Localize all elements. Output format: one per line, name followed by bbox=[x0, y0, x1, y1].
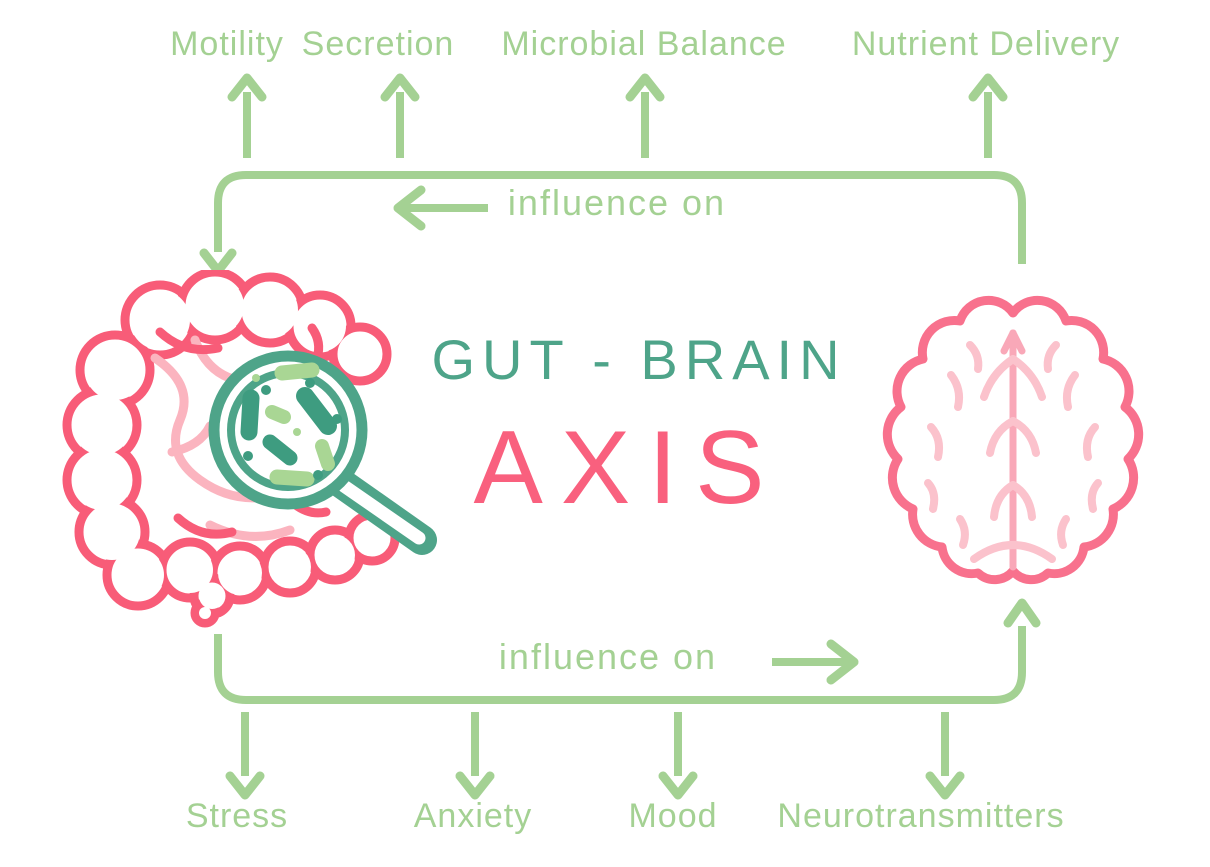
arrowhead-up-to-brain bbox=[1003, 598, 1041, 628]
down-arrows-bottom bbox=[225, 712, 965, 800]
brain-icon bbox=[882, 295, 1144, 585]
title-gut-brain: GUT - BRAIN bbox=[431, 328, 847, 391]
title-axis: AXIS bbox=[473, 410, 783, 526]
right-arrow-icon bbox=[772, 639, 859, 685]
left-arrow-icon bbox=[393, 185, 488, 231]
label-neurotransmitters: Neurotransmitters bbox=[777, 797, 1065, 835]
label-anxiety: Anxiety bbox=[413, 797, 533, 835]
magnifier-icon bbox=[208, 350, 437, 555]
gut-icon bbox=[62, 270, 437, 628]
brain-fissure bbox=[1000, 329, 1026, 571]
influence-on-bottom-label: influence on bbox=[498, 636, 718, 677]
colon-fill bbox=[72, 277, 390, 619]
brain-gyri bbox=[924, 341, 1102, 563]
label-motility: Motility bbox=[170, 25, 284, 63]
microbes bbox=[240, 362, 342, 487]
bottom-bracket-line bbox=[214, 598, 1041, 704]
influence-on-top-label: influence on bbox=[507, 182, 727, 223]
label-mood: Mood bbox=[628, 797, 718, 835]
label-microbial-balance: Microbial Balance bbox=[501, 25, 787, 63]
label-stress: Stress bbox=[185, 797, 289, 835]
label-secretion: Secretion bbox=[301, 25, 455, 63]
arrowhead-down-to-gut bbox=[199, 248, 237, 276]
up-arrows-top bbox=[227, 73, 1008, 158]
label-nutrient-delivery: Nutrient Delivery bbox=[851, 25, 1121, 63]
